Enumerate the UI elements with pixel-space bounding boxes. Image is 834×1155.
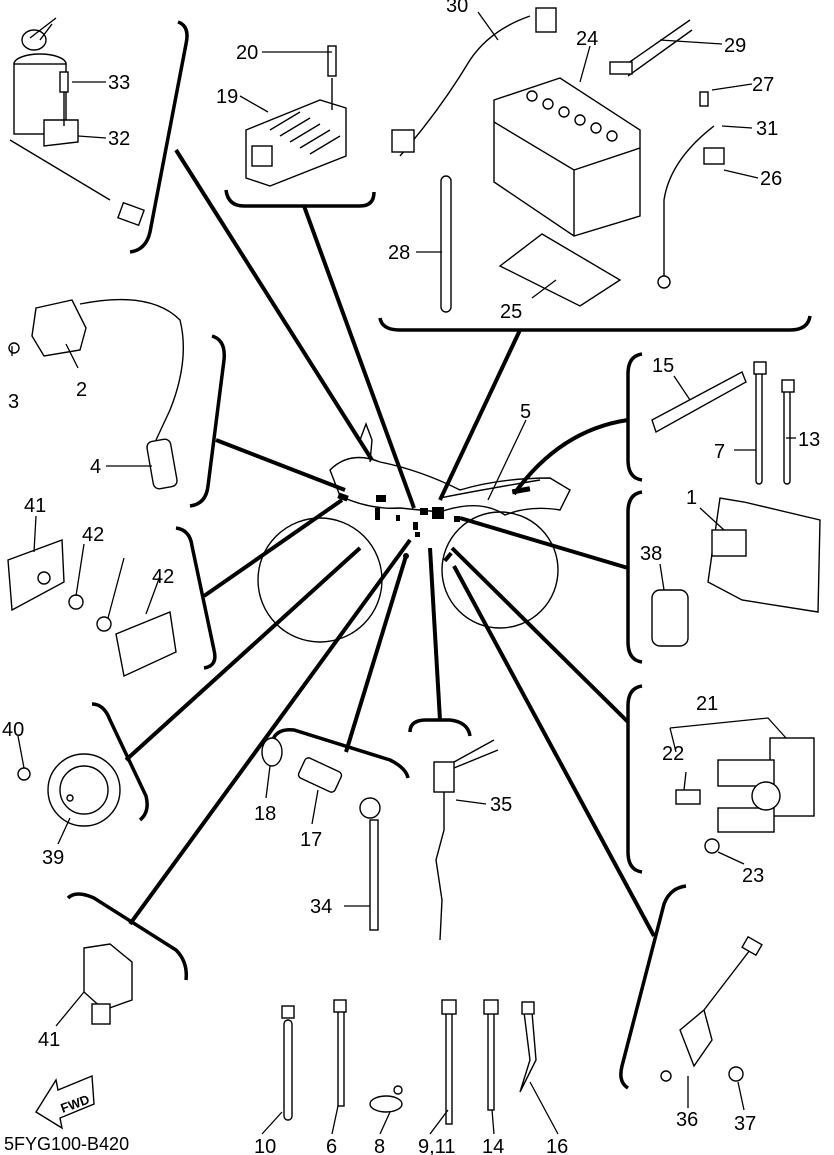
callout-14: 15 xyxy=(652,355,674,377)
callout-40: 41 xyxy=(38,1029,60,1051)
harness-leaders xyxy=(124,148,656,937)
callout-24: 25 xyxy=(500,301,522,323)
bracket-coil xyxy=(189,334,226,508)
callout-1: 1 xyxy=(686,487,697,509)
ignition-coil xyxy=(8,298,184,490)
callout-29: 30 xyxy=(446,0,468,17)
bracket-ecu xyxy=(626,490,643,664)
callout-7: 7 xyxy=(714,441,725,463)
callout-35: 36 xyxy=(676,1109,698,1131)
callout-13: 14 xyxy=(482,1136,504,1155)
bracket-switch xyxy=(270,728,410,779)
callout-4: 4 xyxy=(90,456,101,478)
brake-switch xyxy=(433,739,499,941)
callout-18: 19 xyxy=(216,86,238,108)
callout-32: 33 xyxy=(108,72,130,94)
callout-8: 8 xyxy=(374,1136,385,1155)
callout-21: 22 xyxy=(662,743,684,765)
bracket-tubes-ties xyxy=(626,352,643,482)
callout-16: 17 xyxy=(300,829,322,851)
callout-30: 31 xyxy=(756,118,778,140)
motorcycle-outline xyxy=(257,422,571,643)
bracket-relay xyxy=(626,684,643,874)
callout-33: 34 xyxy=(310,896,332,918)
callout-41b: 42 xyxy=(152,566,174,588)
callout-leaders xyxy=(11,11,796,1135)
callout-12: 13 xyxy=(798,429,820,451)
bracket-flasher xyxy=(66,892,189,981)
callout-19: 20 xyxy=(236,42,258,64)
flasher-relay xyxy=(83,943,133,1025)
ecu-unit xyxy=(651,497,821,647)
callout-9-11: 9,11 xyxy=(418,1136,455,1155)
main-switch xyxy=(9,17,145,227)
callout-6: 6 xyxy=(326,1136,337,1155)
callout-3: 3 xyxy=(8,391,19,413)
sensor xyxy=(660,935,763,1082)
diagram-code: 5FYG100-B420 xyxy=(4,1134,129,1154)
callout-39: 40 xyxy=(2,719,24,741)
horn xyxy=(17,753,121,827)
bracket-sensor xyxy=(619,884,687,1090)
callout-31: 32 xyxy=(108,128,130,150)
rectifier-regulator xyxy=(245,45,347,187)
callout-36: 37 xyxy=(734,1113,756,1135)
bracket-brake-switch xyxy=(408,718,472,737)
callout-20: 21 xyxy=(696,693,718,715)
callout-2: 2 xyxy=(76,379,87,401)
starter-relay xyxy=(675,737,815,854)
battery-group xyxy=(391,7,725,313)
callout-28: 29 xyxy=(724,35,746,57)
tube-and-ties xyxy=(651,361,795,485)
bracket-battery xyxy=(378,315,812,332)
callout-41a: 41 xyxy=(24,495,46,517)
bracket-main-switch xyxy=(129,20,189,254)
callout-5: 5 xyxy=(520,401,531,423)
bracket-regulator xyxy=(224,189,376,208)
callout-26: 27 xyxy=(752,74,774,96)
callout-38: 39 xyxy=(42,847,64,869)
callout-42a: 42 xyxy=(82,524,104,546)
switch-and-lead xyxy=(261,737,381,931)
forward-arrow-icon: FWD xyxy=(35,1074,95,1130)
callout-23: 24 xyxy=(576,28,598,50)
callout-22: 23 xyxy=(742,865,764,887)
bracket-reflectors xyxy=(175,526,217,670)
reflectors xyxy=(7,539,177,678)
callout-34: 35 xyxy=(490,794,512,816)
callout-37: 38 xyxy=(640,543,662,565)
callout-27: 28 xyxy=(388,242,410,264)
callout-17: 18 xyxy=(254,803,276,825)
callout-10: 10 xyxy=(254,1136,276,1155)
callout-25: 26 xyxy=(760,168,782,190)
cable-ties-row xyxy=(281,999,537,1125)
callout-15: 16 xyxy=(546,1136,568,1155)
